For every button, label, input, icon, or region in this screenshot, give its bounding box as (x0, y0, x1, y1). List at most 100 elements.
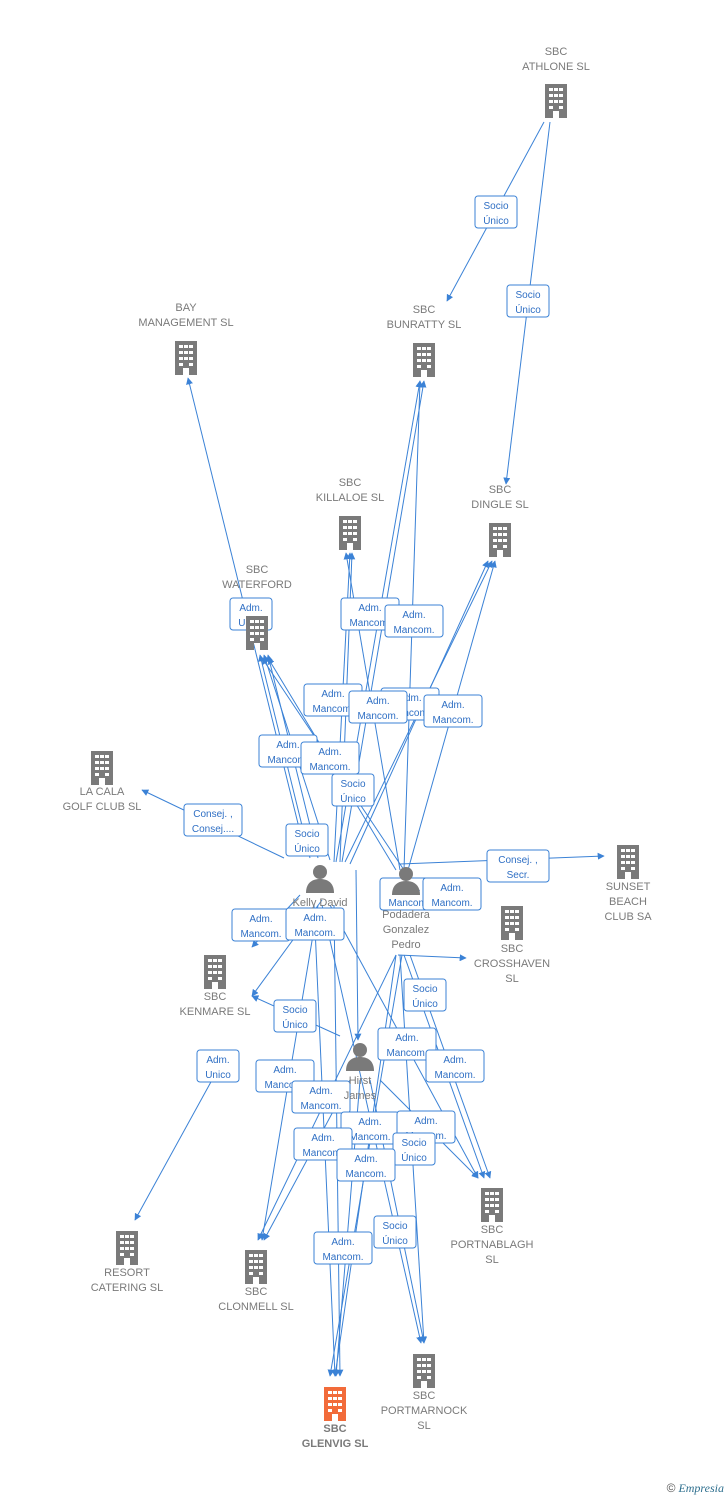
edge-label-text: Mancom. (322, 1252, 363, 1263)
edge-label-box (285, 907, 345, 941)
edge-label-text: Socio (401, 1138, 426, 1149)
edge-label-e27[interactable]: Adm.Mancom. (340, 1111, 400, 1145)
edge-label-text: Mancom. (349, 1132, 390, 1143)
node-label: BAY (175, 302, 197, 314)
node-label: GLENVIG SL (302, 1438, 369, 1450)
node-label: SBC (481, 1224, 504, 1236)
node-label: RESORT (104, 1267, 150, 1279)
edge-label-text: Mancom. (240, 929, 281, 940)
edge-label-box (331, 773, 375, 807)
node-label: SUNSET (606, 881, 651, 893)
person-icon (346, 1043, 374, 1071)
edge-label-e34[interactable]: Adm. Mancom. (313, 1231, 373, 1265)
node-label: CROSSHAVEN (474, 958, 550, 970)
edge-label-e17[interactable]: Adm.Mancom. (422, 877, 482, 911)
edge-label-text: Unico (205, 1070, 231, 1081)
edge-label-box (291, 1080, 351, 1114)
edge-label-e13[interactable]: Consej. ,Consej.... (183, 803, 243, 837)
node-label: MANAGEMENT SL (138, 317, 233, 329)
edge-label-text: Adm. (311, 1133, 334, 1144)
edge-label-box (403, 978, 447, 1012)
building-icon (339, 516, 361, 550)
edge-label-e5[interactable]: Adm. Mancom. (384, 604, 444, 638)
building-icon (245, 1250, 267, 1284)
node-label: PORTNABLAGH (451, 1239, 534, 1251)
edge-label-text: Mancom. (345, 1169, 386, 1180)
edge-label-box (486, 849, 550, 883)
edge-label-text: Mancom. (393, 625, 434, 636)
edge-label-e19[interactable]: Adm.Mancom. (285, 907, 345, 941)
building-icon (413, 343, 435, 377)
edge-label-text: Único (515, 303, 541, 316)
edge-label-e24[interactable]: Adm.Mancom. (425, 1049, 485, 1083)
node-dingle[interactable]: SBC DINGLE SL (471, 484, 529, 557)
node-label: KILLALOE SL (316, 492, 385, 504)
edge-label-text: Adm. (395, 1033, 418, 1044)
edge-label-e15[interactable]: Consej. ,Secr. (486, 849, 550, 883)
edge-label-box (423, 694, 483, 728)
edge-label-box (273, 999, 317, 1033)
node-kelly[interactable]: Kelly David (292, 865, 348, 909)
node-label: SBC (489, 484, 512, 496)
edge-label-text: Socio (515, 290, 540, 301)
node-bay[interactable]: BAY MANAGEMENT SL (138, 302, 234, 375)
edge-label-e9[interactable]: Adm.Mancom. (423, 694, 483, 728)
node-label: PORTMARNOCK (381, 1405, 468, 1417)
edge-label-e8[interactable]: Adm.Mancom. (348, 690, 408, 724)
edge-label-box (313, 1231, 373, 1265)
node-label: DINGLE SL (471, 499, 528, 511)
edge-line-27 (134, 1079, 213, 1221)
edge-label-text: Mancom. (434, 1070, 475, 1081)
edge-label-text: Mancom. (389, 708, 430, 719)
node-glenvig[interactable]: SBC GLENVIG SL (302, 1387, 369, 1450)
edge-label-text: Adm. (414, 1116, 437, 1127)
edge-label-text: Adm. (331, 1237, 354, 1248)
node-label: Pedro (391, 939, 420, 951)
edge-label-box (285, 823, 329, 857)
node-label: Podadera (382, 909, 431, 921)
edge-labels-layer: SocioÚnicoSocioÚnicoAdm.UnicoAdm.Mancom.… (183, 195, 550, 1265)
edge-label-text: Mancom. (357, 711, 398, 722)
edge-label-e26[interactable]: Adm.Mancom. (291, 1080, 351, 1114)
node-label: SBC (323, 1423, 346, 1435)
building-icon (175, 341, 197, 375)
copyright-icon: © (666, 1481, 676, 1495)
edge-label-e11[interactable]: Adm.Mancom. (300, 741, 360, 775)
node-label: Kelly David (292, 897, 347, 909)
edge-label-e33[interactable]: Adm.Mancom. (336, 1148, 396, 1182)
edge-label-text: Adm. (441, 700, 464, 711)
edge-label-e18[interactable]: Adm. Mancom. (231, 908, 291, 942)
node-label: James (344, 1090, 377, 1102)
edge-label-e22[interactable]: Adm.Unico (196, 1049, 240, 1083)
edge-label-box (336, 1148, 396, 1182)
node-label: ATHLONE SL (522, 61, 590, 73)
edge-label-text: Adm. (249, 914, 272, 925)
node-label: SBC (413, 304, 436, 316)
node-label: CLONMELL SL (218, 1301, 293, 1313)
edge-label-e23[interactable]: Adm.Mancom. (377, 1027, 437, 1061)
edge-label-text: Adm. (402, 610, 425, 621)
building-icon (545, 84, 567, 118)
